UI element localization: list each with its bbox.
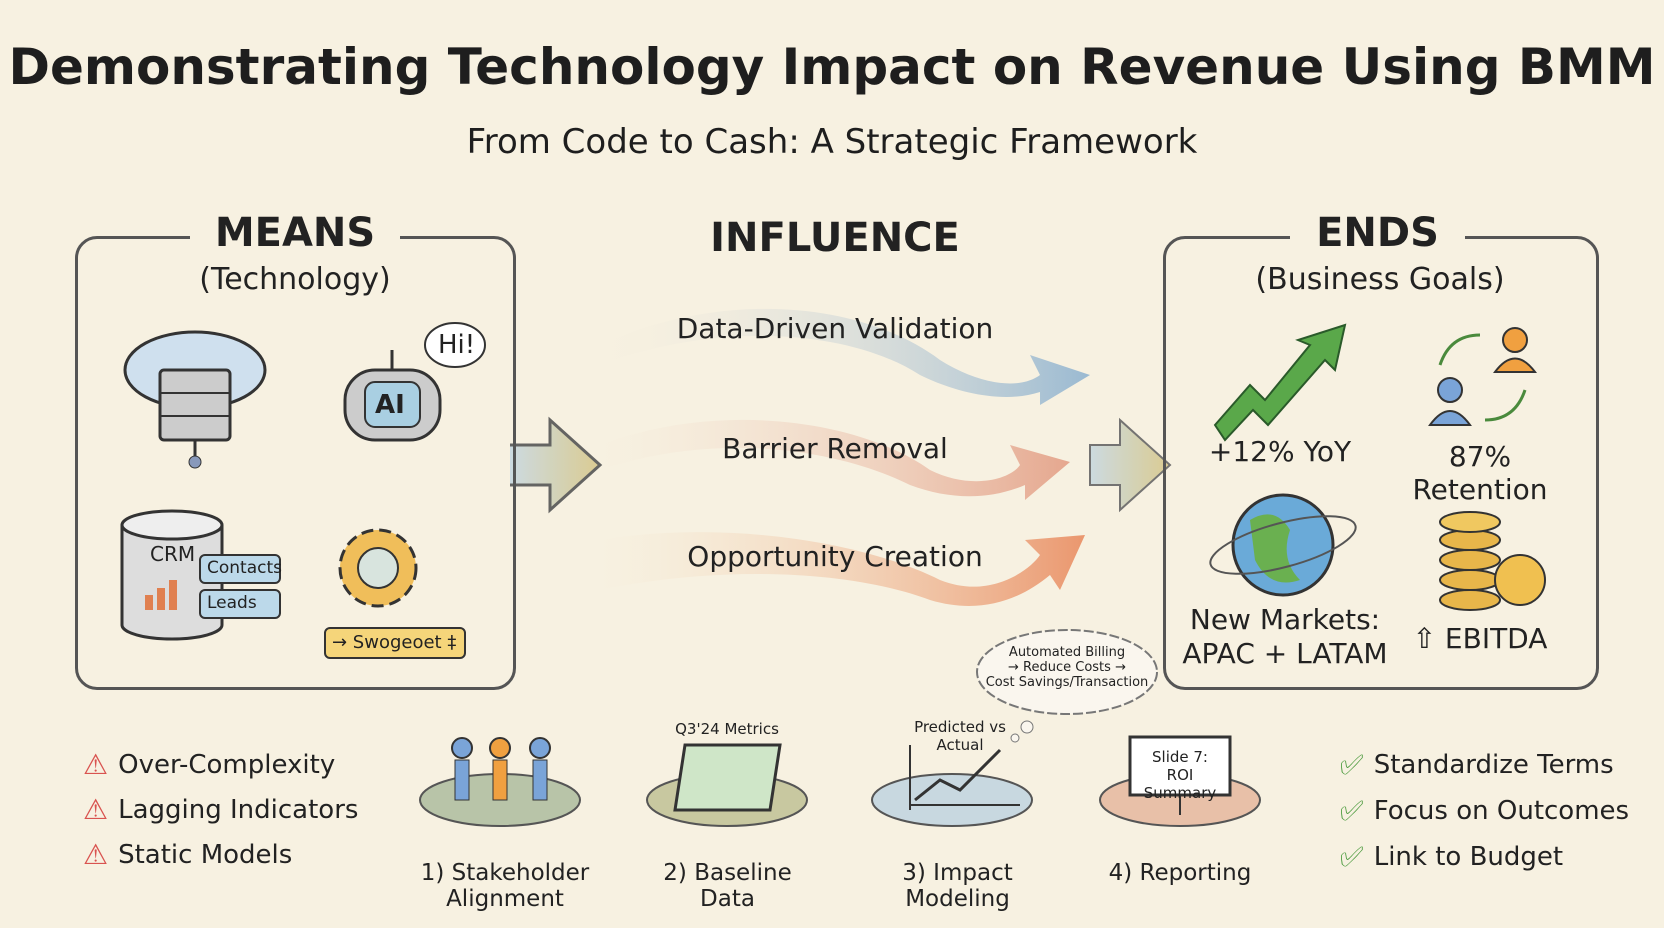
influence-to-ends-arrow — [1089, 417, 1172, 513]
warning-icon: ⚠ — [83, 748, 109, 781]
growth-arrow-icon — [1213, 323, 1347, 442]
contacts-label: Contacts — [207, 558, 282, 578]
influence-label-1: Data-Driven Validation — [676, 312, 994, 345]
gear-tag-label: → Swogeoet ‡ — [332, 632, 457, 653]
page-subtitle: From Code to Cash: A Strategic Framework — [466, 122, 1198, 162]
step-3-caption: Predicted vs Actual — [914, 718, 1006, 754]
warning-icon: ⚠ — [83, 793, 109, 826]
risk-item: ⚠ Lagging Indicators — [83, 793, 358, 826]
ends-heading: ENDS — [1290, 210, 1465, 256]
thought-bubble-text: Automated Billing → Reduce Costs → Cost … — [985, 645, 1149, 690]
arrow-data-driven — [600, 308, 1090, 405]
check-circle-icon: ✅︎ — [1340, 748, 1364, 781]
means-to-influence-arrow — [510, 416, 603, 514]
recommendation-label: Link to Budget — [1373, 842, 1564, 872]
warning-icon: ⚠ — [83, 838, 109, 871]
risk-label: Static Models — [118, 839, 293, 870]
globe-icon — [1209, 493, 1357, 597]
means-subheading: (Technology) — [199, 262, 391, 297]
step-4-caption: Slide 7: ROI Summary — [1143, 748, 1217, 802]
influence-label-2: Barrier Removal — [722, 432, 948, 465]
line-chart-icon — [909, 745, 1020, 810]
arrow-opportunity — [600, 532, 1085, 606]
influence-heading: INFLUENCE — [710, 215, 960, 261]
step-2-caption: Q3'24 Metrics — [675, 720, 779, 738]
check-circle-icon: ✅︎ — [1340, 840, 1364, 873]
presentation-board-icon — [1128, 735, 1232, 815]
recommendation-item: ✅︎ Standardize Terms — [1340, 748, 1629, 782]
step-4-label: 4) Reporting — [1108, 860, 1252, 886]
step-2-label: 2) Baseline Data — [663, 860, 792, 912]
risk-item: ⚠ Over-Complexity — [83, 748, 358, 781]
risk-label: Over-Complexity — [118, 749, 336, 780]
recommendation-item: ✅︎ Focus on Outcomes — [1340, 794, 1629, 828]
ai-label: AI — [375, 390, 405, 420]
step-3-label: 3) Impact Modeling — [902, 860, 1013, 912]
goal-revenue-growth: +12% YoY — [1208, 435, 1352, 468]
recommendation-label: Standardize Terms — [1373, 750, 1614, 780]
people-icon — [451, 737, 551, 801]
coins-icon — [1439, 511, 1546, 611]
spreadsheet-icon — [673, 743, 782, 812]
goal-ebitda: ⇧ EBITDA — [1412, 622, 1548, 655]
arrow-barrier-removal — [600, 419, 1070, 500]
means-panel — [75, 236, 516, 690]
recommendation-item: ✅︎ Link to Budget — [1340, 840, 1629, 874]
gear-icon — [324, 528, 466, 659]
goal-new-markets: New Markets: APAC + LATAM — [1182, 603, 1388, 670]
cloud-server-icon — [123, 330, 267, 469]
crm-database-icon — [120, 509, 281, 641]
risk-item: ⚠ Static Models — [83, 838, 358, 871]
crm-label: CRM — [150, 542, 196, 566]
check-circle-icon: ✅︎ — [1340, 794, 1364, 827]
goal-retention: 87% Retention — [1412, 440, 1548, 506]
recommendation-label: Focus on Outcomes — [1373, 796, 1630, 826]
risk-label: Lagging Indicators — [118, 794, 359, 825]
risks-list: ⚠ Over-Complexity ⚠ Lagging Indicators ⚠ St… — [83, 748, 358, 871]
influence-label-3: Opportunity Creation — [687, 540, 983, 573]
speech-bubble-text: Hi! — [438, 330, 476, 360]
step-1-label: 1) Stakeholder Alignment — [420, 860, 590, 912]
page-title: Demonstrating Technology Impact on Reven… — [8, 38, 1656, 96]
ends-subheading: (Business Goals) — [1255, 262, 1505, 297]
leads-label: Leads — [207, 593, 257, 613]
retention-icon — [1428, 327, 1537, 426]
ai-robot-icon — [343, 322, 486, 442]
thought-bubble-shape — [976, 629, 1158, 743]
means-heading: MEANS — [190, 210, 400, 256]
recommendations-list: ✅︎Standardize Terms ✅︎Focus on Outcomes … — [1340, 748, 1629, 874]
